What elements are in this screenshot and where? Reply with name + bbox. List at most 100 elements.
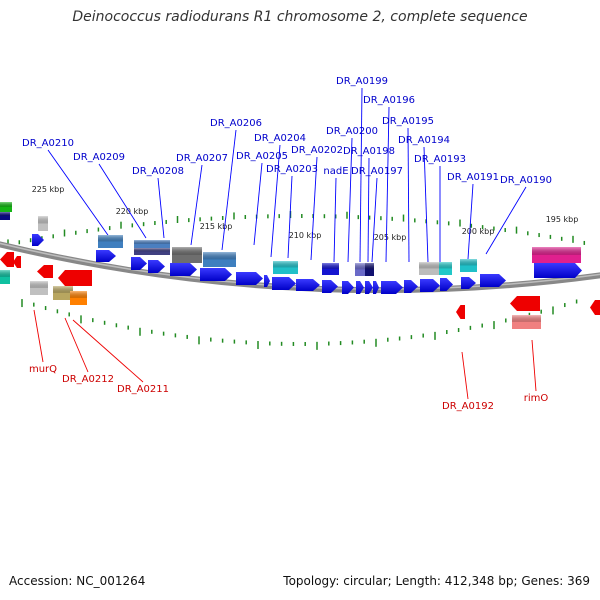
- leader-line: [157, 177, 165, 239]
- gene-label: DR_A0194: [398, 135, 450, 146]
- cds-arrow: [480, 274, 506, 287]
- gene-label: DR_A0196: [363, 95, 415, 106]
- gene-label: DR_A0207: [176, 153, 228, 164]
- cds-arrow: [373, 281, 379, 294]
- leader-line: [253, 162, 263, 246]
- cds-arrow: [296, 279, 320, 291]
- gene-box-shade: [273, 261, 298, 268]
- scale-label: 215 kbp: [200, 222, 233, 231]
- cds-arrow: [322, 280, 338, 293]
- cds-arrow: [236, 272, 263, 285]
- leader-line: [287, 175, 293, 259]
- leader-line: [467, 183, 474, 260]
- gene-box-shade: [203, 252, 236, 260]
- gene-features: [0, 202, 600, 329]
- cds-arrow: [131, 257, 147, 270]
- gene-box-shade: [134, 240, 170, 244]
- scale-label: 195 kbp: [546, 215, 579, 224]
- cds-arrow: [356, 281, 364, 294]
- cds-arrow: [381, 281, 403, 294]
- gene-box-shade: [355, 263, 365, 270]
- gene-label: DR_A0203: [266, 164, 318, 175]
- gene-label: DR_A0190: [500, 175, 552, 186]
- reverse-arrow: [590, 300, 600, 315]
- leader-line: [423, 146, 429, 263]
- leader-line: [347, 137, 353, 263]
- gene-box-shade: [30, 281, 48, 288]
- gene-box-shade: [439, 262, 452, 269]
- cds-arrow: [420, 279, 440, 292]
- leader-line: [407, 127, 410, 263]
- gene-box-shade: [53, 286, 73, 293]
- leader-line: [367, 157, 370, 263]
- leader-line: [270, 144, 281, 258]
- gene-label: DR_A0197: [351, 166, 403, 177]
- gene-box-shade: [0, 212, 10, 216]
- cds-arrow: [170, 263, 197, 276]
- gene-box-shade: [322, 263, 339, 269]
- genome-summary-text: Topology: circular; Length: 412,348 bp; …: [283, 574, 590, 588]
- scale-label: 210 kbp: [289, 231, 322, 240]
- map-title: Deinococcus radiodurans R1 chromosome 2,…: [72, 9, 528, 25]
- gene-box-shade: [419, 262, 439, 269]
- gene-box-shade: [0, 202, 12, 207]
- scale-label: 200 kbp: [462, 227, 495, 236]
- gene-label: DR_A0210: [22, 138, 74, 149]
- reverse-arrow: [58, 270, 92, 286]
- cds-arrow: [272, 277, 296, 290]
- leader-line: [33, 309, 44, 363]
- cds-arrow: [32, 234, 44, 246]
- scale-label: 220 kbp: [116, 207, 149, 216]
- cds-arrow: [365, 281, 373, 294]
- scale-label: 205 kbp: [374, 233, 407, 242]
- gene-box-shade: [98, 235, 123, 242]
- gene-box-shade: [365, 263, 374, 270]
- leader-line: [359, 87, 363, 263]
- leader-line: [64, 317, 89, 373]
- scale-label: 225 kbp: [32, 185, 65, 194]
- leader-line: [371, 177, 378, 263]
- gene-label: DR_A0191: [447, 172, 499, 183]
- gene-label: DR_A0193: [414, 154, 466, 165]
- gene-labels: DR_A0210DR_A0209DR_A0208DR_A0207DR_A0206…: [22, 76, 552, 412]
- scale-labels: 225 kbp 220 kbp 215 kbp 210 kbp 205 kbp 200 k…: [32, 185, 579, 242]
- gene-label: DR_A0202: [291, 145, 343, 156]
- leader-line: [98, 163, 147, 239]
- gene-label: DR_A0209: [73, 152, 125, 163]
- leader-line: [461, 351, 469, 400]
- cds-arrow: [200, 268, 232, 281]
- reverse-arrow: [456, 305, 465, 319]
- gene-label: DR_A0200: [326, 126, 378, 137]
- gene-label: DR_A0204: [254, 133, 306, 144]
- gene-label: DR_A0195: [382, 116, 434, 127]
- cds-arrow: [461, 277, 476, 289]
- gene-box-shade: [134, 248, 170, 252]
- leader-line: [190, 164, 203, 246]
- cds-arrow: [404, 280, 418, 293]
- cds-arrow: [264, 275, 270, 287]
- gene-label: DR_A0205: [236, 151, 288, 162]
- leader-line: [333, 177, 337, 263]
- gene-box-shade: [460, 259, 477, 266]
- gene-box-shade: [172, 247, 202, 255]
- reverse-arrow: [0, 252, 14, 267]
- gene-box-shade: [512, 315, 541, 322]
- leader-line: [72, 319, 144, 383]
- reverse-arrow: [37, 265, 53, 278]
- gene-label: DR_A0198: [343, 146, 395, 157]
- accession-text: Accession: NC_001264: [9, 574, 146, 588]
- leader-line: [221, 129, 237, 251]
- gene-label: DR_A0199: [336, 76, 388, 87]
- gene-label: DR_A0211: [117, 384, 169, 395]
- gene-label: DR_A0206: [210, 118, 262, 129]
- leader-line: [531, 339, 537, 392]
- cds-arrow: [440, 278, 453, 291]
- gene-box-shade: [70, 291, 87, 298]
- gene-label: rimO: [524, 393, 549, 404]
- leader-line: [485, 186, 527, 255]
- reverse-arrow: [13, 256, 21, 268]
- leader-line: [385, 106, 390, 263]
- leader-line: [310, 156, 318, 261]
- leader-line: [47, 149, 111, 239]
